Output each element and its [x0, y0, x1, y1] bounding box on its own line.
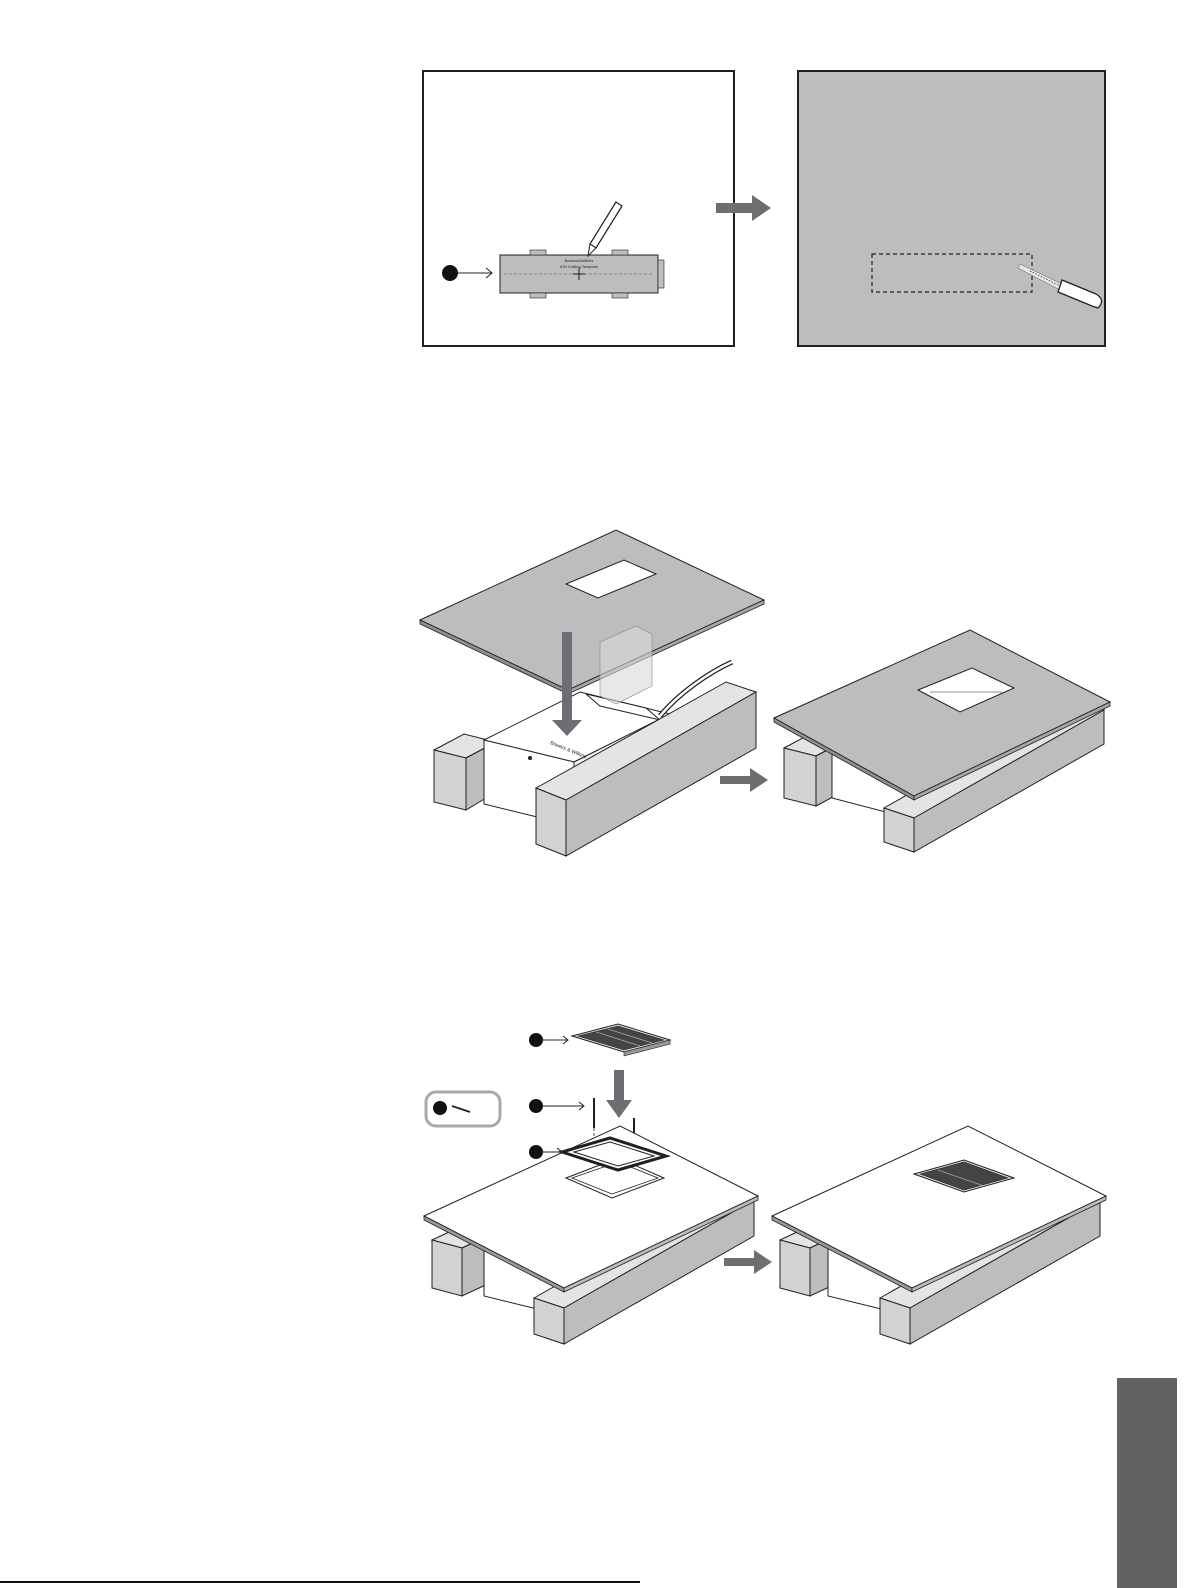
template-subtitle: IDN Cutting Template	[560, 264, 599, 269]
step1-panel: Bowers&Wilkins IDN Cutting Template	[420, 68, 1110, 350]
step2-panel: Bowers & Wilkins	[410, 522, 1122, 862]
ceiling-board-floating	[420, 530, 764, 704]
section-tab	[1117, 1378, 1177, 1588]
footer-rule	[0, 1581, 640, 1583]
callout-screws	[529, 1099, 584, 1113]
ceiling-frame-left	[423, 71, 734, 346]
arrow-right-icon-2	[720, 768, 768, 792]
arrow-right-icon-3	[724, 1250, 772, 1274]
arrow-down-icon-2	[606, 1070, 632, 1118]
cutting-template: Bowers&Wilkins IDN Cutting Template	[500, 250, 664, 298]
ceiling-frame-right	[798, 71, 1105, 346]
step3-panel	[418, 1020, 1120, 1356]
callout-grille	[529, 1033, 568, 1047]
screw-legend	[426, 1092, 500, 1126]
template-title: Bowers&Wilkins	[565, 258, 594, 263]
grille	[572, 1024, 670, 1056]
